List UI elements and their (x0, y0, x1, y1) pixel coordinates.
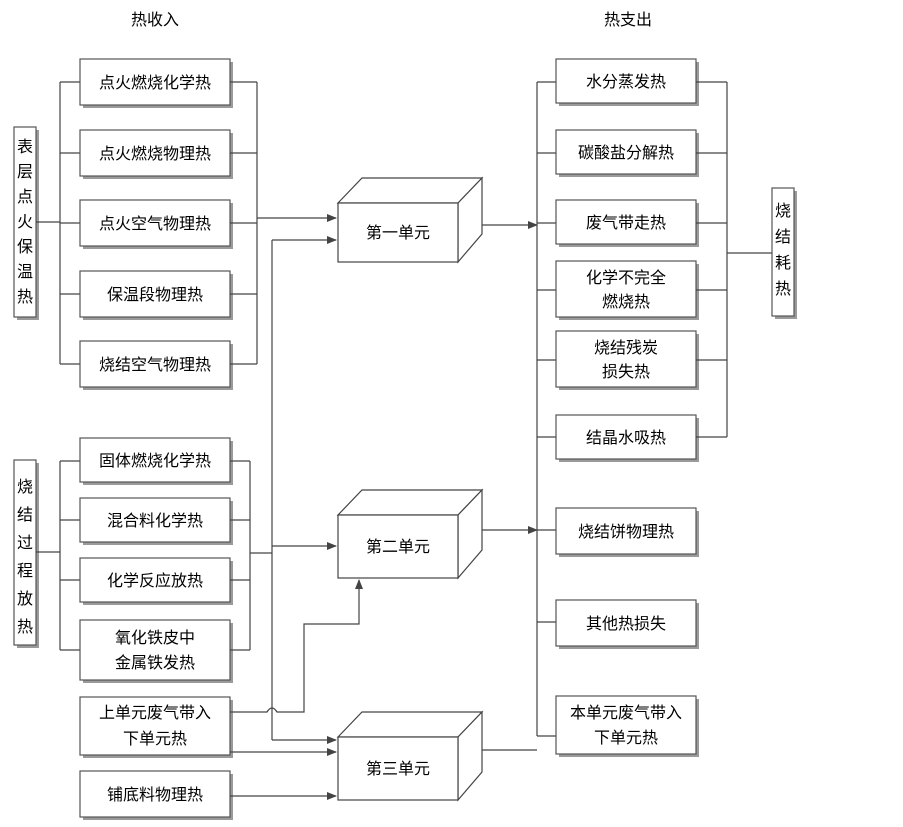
income-label: 烧结空气物理热 (99, 355, 211, 374)
income-label: 金属铁发热 (115, 653, 195, 672)
income-box: 保温段物理热 (79, 270, 233, 320)
process-char: 放 (17, 589, 33, 608)
surface-char: 温 (17, 262, 33, 281)
expense-label: 水分蒸发热 (586, 72, 666, 91)
expense-label: 其他热损失 (586, 614, 666, 633)
expense-label: 烧结饼物理热 (578, 522, 674, 541)
process-char: 程 (17, 561, 33, 580)
expense-label: 下单元热 (594, 728, 658, 747)
sintering-process-group-label: 烧 结 过 程 放 热 (13, 459, 39, 648)
expense-label: 结晶水吸热 (586, 428, 666, 447)
income-box: 点火空气物理热 (79, 199, 233, 249)
income-box: 固体燃烧化学热 (79, 437, 233, 485)
unit-3-cube: 第三单元 (336, 710, 484, 802)
income-label: 保温段物理热 (107, 285, 203, 304)
income-box: 混合料化学热 (79, 497, 233, 545)
income-label: 上单元废气带入 (99, 703, 211, 722)
sintering-consumption-group-label: 烧 结 耗 热 (771, 187, 797, 319)
process-char: 热 (17, 617, 33, 636)
unit-1-cube: 第一单元 (336, 176, 484, 264)
surface-char: 表 (17, 137, 33, 156)
consumption-char: 结 (775, 227, 791, 246)
expense-box: 其他热损失 (555, 599, 699, 649)
expense-label: 损失热 (602, 362, 650, 381)
expense-label: 废气带走热 (586, 213, 666, 232)
income-box: 化学反应放热 (79, 557, 233, 605)
process-char: 结 (17, 505, 33, 524)
income-box: 铺底料物理热 (79, 770, 233, 820)
income-label: 氧化铁皮中 (115, 628, 195, 647)
expense-box: 结晶水吸热 (555, 414, 699, 462)
expense-box: 烧结残炭 损失热 (555, 330, 699, 390)
income-label: 固体燃烧化学热 (99, 451, 211, 470)
consumption-char: 热 (775, 279, 791, 298)
process-char: 烧 (17, 477, 33, 496)
income-box: 点火燃烧化学热 (79, 58, 233, 108)
expense-box: 水分蒸发热 (555, 58, 699, 106)
expense-label: 碳酸盐分解热 (578, 143, 674, 162)
surface-char: 火 (17, 212, 33, 231)
expense-box: 废气带走热 (555, 199, 699, 247)
income-box: 上单元废气带入 下单元热 (79, 696, 233, 758)
income-label: 铺底料物理热 (107, 785, 203, 804)
unit-label: 第二单元 (366, 537, 430, 556)
income-label: 点火燃烧化学热 (99, 73, 211, 92)
income-label: 点火燃烧物理热 (99, 144, 211, 163)
unit-label: 第三单元 (366, 759, 430, 778)
expense-label: 化学不完全 (586, 268, 666, 287)
surface-char: 热 (17, 287, 33, 306)
surface-char: 层 (17, 162, 33, 181)
surface-char: 点 (17, 187, 33, 206)
surface-ignition-group-label: 表 层 点 火 保 温 热 (13, 126, 39, 320)
income-box: 烧结空气物理热 (79, 340, 233, 390)
income-box: 氧化铁皮中 金属铁发热 (79, 619, 233, 683)
consumption-char: 耗 (775, 253, 791, 272)
income-header: 热收入 (131, 10, 179, 29)
unit-label: 第一单元 (366, 223, 430, 242)
unit-2-cube: 第二单元 (336, 488, 484, 580)
expense-header: 热支出 (604, 10, 652, 29)
income-box: 点火燃烧物理热 (79, 129, 233, 179)
expense-label: 本单元废气带入 (570, 703, 682, 722)
expense-label: 烧结残炭 (594, 338, 658, 357)
expense-label: 燃烧热 (602, 292, 650, 311)
consumption-char: 烧 (775, 201, 791, 220)
surface-char: 保 (17, 237, 33, 256)
income-label: 化学反应放热 (107, 571, 203, 590)
income-label: 下单元热 (123, 729, 187, 748)
expense-box: 碳酸盐分解热 (555, 129, 699, 177)
expense-box: 本单元废气带入 下单元热 (555, 695, 699, 757)
income-label: 点火空气物理热 (99, 214, 211, 233)
process-char: 过 (17, 533, 33, 552)
expense-box: 化学不完全 燃烧热 (555, 260, 699, 320)
expense-box: 烧结饼物理热 (555, 507, 699, 557)
income-label: 混合料化学热 (107, 511, 203, 530)
